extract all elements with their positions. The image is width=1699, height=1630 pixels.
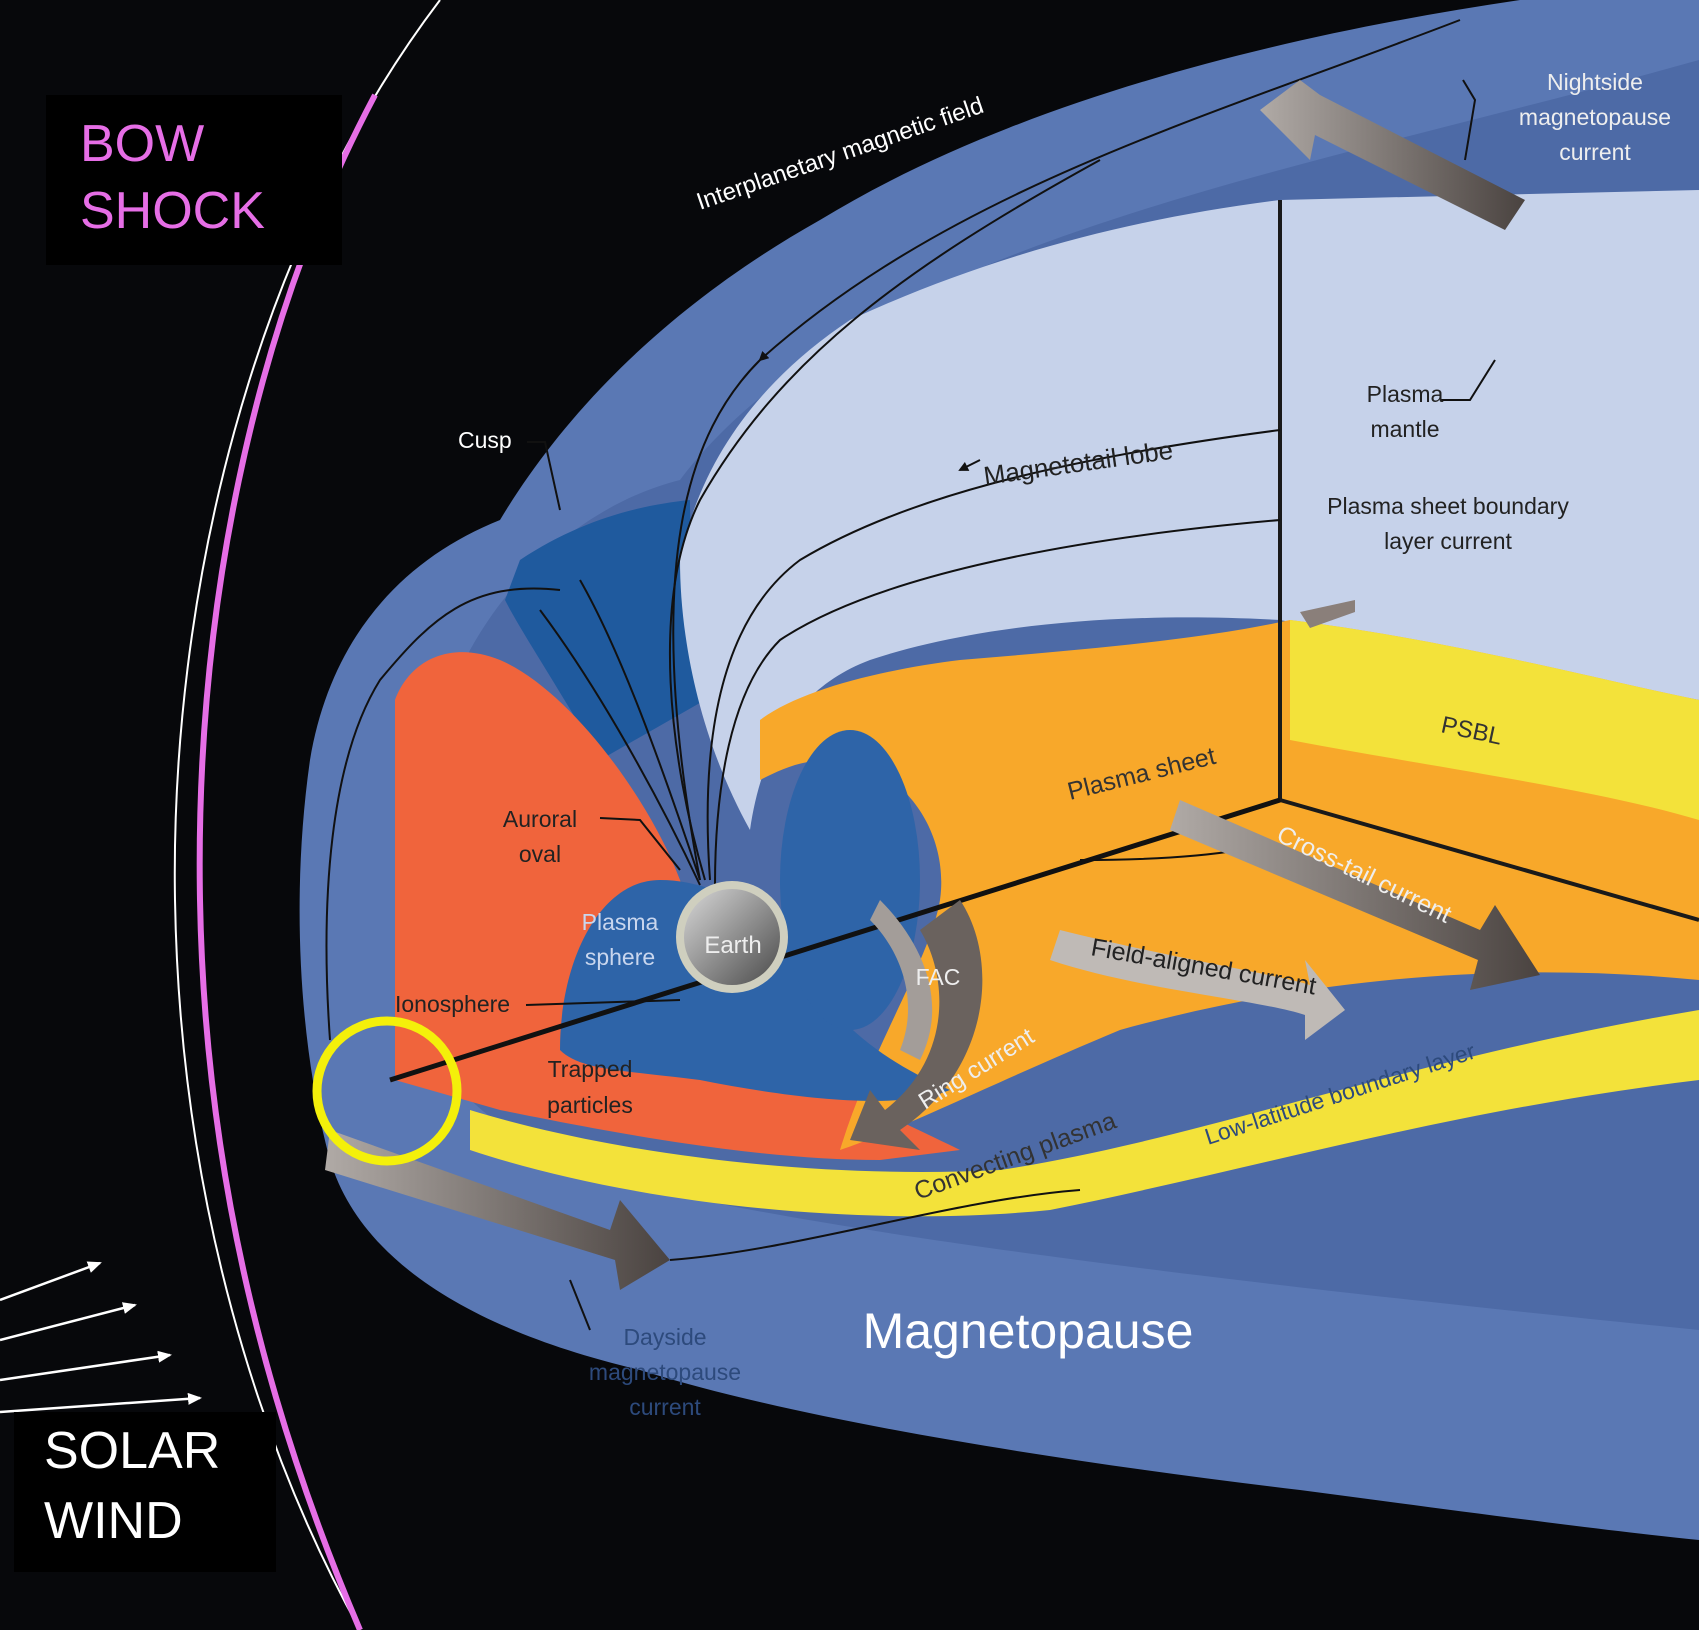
field-lines	[325, 19, 1461, 1261]
bow-shock-title-box: BOW SHOCK	[46, 95, 342, 265]
plasmasphere-nightside	[780, 730, 920, 1030]
auroral-oval-label-1: Auroral	[503, 806, 577, 832]
dayside-label-3: current	[629, 1394, 701, 1420]
highlight-circle	[312, 1016, 462, 1166]
solar-wind-title-line2: WIND	[44, 1492, 183, 1550]
dayside-label-1: Dayside	[623, 1324, 706, 1350]
dayside-label-2: magnetopause	[589, 1359, 741, 1385]
psbl-band	[1290, 620, 1699, 820]
bow-shock-title-line2: SHOCK	[80, 182, 265, 240]
auroral-oval-label-2: oval	[519, 841, 561, 867]
dayside-magnetopause-arrow	[325, 1130, 670, 1290]
cross-tail-arrow	[1170, 800, 1540, 990]
earth-label: Earth	[704, 932, 761, 959]
psbl-current-label-1: Plasma sheet boundary	[1327, 493, 1569, 519]
field-aligned-arrow	[1050, 930, 1345, 1040]
magnetopause-label: Magnetopause	[863, 1303, 1194, 1359]
fac-arrow	[870, 900, 933, 1060]
solar-wind-title-box: SOLAR WIND	[14, 1412, 276, 1572]
cusp-label: Cusp	[458, 427, 512, 453]
nightside-magnetopause-arrow	[1260, 80, 1525, 230]
magnetotail-lobe	[680, 190, 1699, 830]
bow-shock-title-line1: BOW	[80, 115, 205, 173]
psbl-current-label-2: layer current	[1384, 528, 1512, 554]
nightside-label-1: Nightside	[1547, 69, 1643, 95]
lobe-arrow	[958, 459, 981, 471]
plasma-mantle-label-1: Plasma	[1367, 381, 1444, 407]
bow-shock-arc	[196, 93, 378, 1630]
leader-lines	[525, 79, 1496, 1331]
trapped-label-2: particles	[547, 1092, 633, 1118]
plasmasphere-label-1: Plasma	[582, 909, 659, 935]
solar-wind-title-line1: SOLAR	[44, 1422, 221, 1480]
plasma-mantle-label-2: mantle	[1370, 416, 1439, 442]
nightside-label-3: current	[1559, 139, 1631, 165]
sun-earth-line	[389, 797, 1281, 1083]
solar-wind-arrows	[0, 1261, 202, 1414]
nightside-label-2: magnetopause	[1519, 104, 1671, 130]
fac-label: FAC	[916, 964, 961, 990]
earth-globe	[684, 889, 780, 985]
trapped-label-1: Trapped	[548, 1056, 633, 1082]
cut-edge-tail	[1279, 798, 1699, 922]
plasmasphere	[560, 880, 950, 1101]
ionosphere-label: Ionosphere	[395, 991, 510, 1017]
ring-current-arrow	[850, 900, 983, 1150]
yellow-lower-layer	[470, 1010, 1699, 1217]
psbl-arrow	[1300, 600, 1355, 628]
plasmasphere-label-2: sphere	[585, 944, 655, 970]
